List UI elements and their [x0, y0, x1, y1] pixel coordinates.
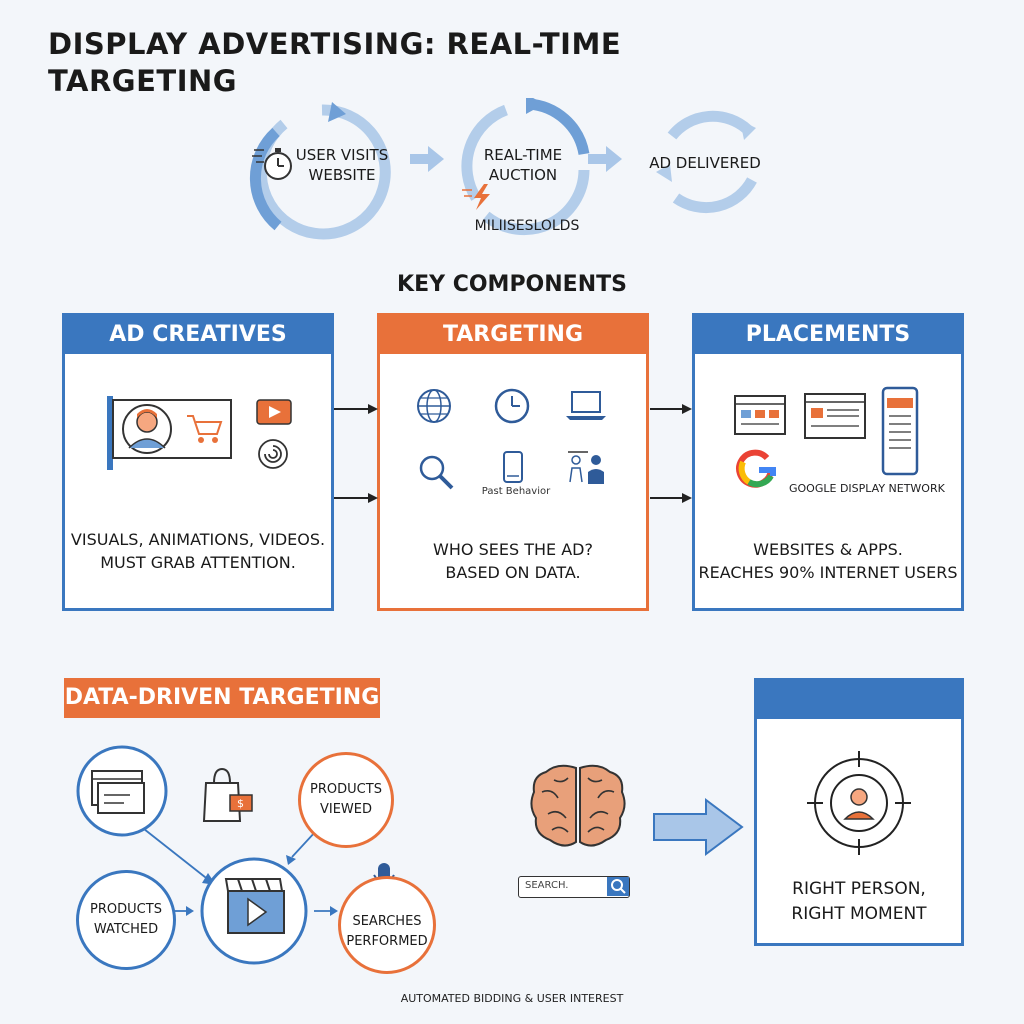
stopwatch-icon	[252, 148, 292, 180]
card-description: VISUALS, ANIMATIONS, VIDEOS. MUST GRAB A…	[65, 528, 331, 574]
process-flow	[249, 98, 757, 240]
connector-arrow	[650, 493, 692, 503]
targeting-icons	[417, 388, 606, 490]
result-text-line: RIGHT MOMENT	[791, 904, 927, 924]
result-card: RIGHT PERSON, RIGHT MOMENT	[754, 678, 964, 946]
svg-text:$: $	[237, 797, 244, 810]
globe-icon	[417, 389, 451, 423]
card-connectors	[334, 404, 692, 503]
flow-arrow	[286, 830, 317, 865]
card-header: AD CREATIVES	[65, 316, 331, 354]
google-display-network-label: GOOGLE DISPLAY NETWORK	[789, 482, 945, 495]
browser-page-icon	[804, 393, 866, 439]
shopping-bag-icon: $	[202, 767, 253, 822]
card-text-line: REACHES 90% INTERNET USERS	[698, 563, 958, 582]
flow-arrow-2	[588, 146, 622, 172]
step-label-line: AUCTION	[488, 166, 558, 184]
laptop-icon	[566, 391, 606, 420]
data-flow-diagram: $	[76, 745, 395, 965]
card-description: WEBSITES & APPS. REACHES 90% INTERNET US…	[695, 538, 961, 584]
google-logo-icon	[736, 449, 776, 488]
card-text-line: WHO SEES THE AD?	[433, 540, 593, 559]
cycle-icon-ad-delivered	[656, 110, 757, 214]
card-text-line: VISUALS, ANIMATIONS, VIDEOS.	[70, 530, 326, 549]
search-magnifier-icon	[419, 455, 454, 490]
icon-caption-past-behavior: Past Behavior	[481, 486, 551, 497]
connector-arrow	[650, 404, 692, 414]
result-text: RIGHT PERSON, RIGHT MOMENT	[757, 877, 961, 927]
result-text-line: RIGHT PERSON,	[792, 879, 926, 899]
node-searches-performed: SEARCHES PERFORMED	[338, 876, 436, 974]
node-products-viewed: PRODUCTS VIEWED	[298, 752, 394, 848]
node-label-line: PRODUCTS	[310, 782, 382, 797]
step-label-ad-delivered: AD DELIVERED	[649, 154, 761, 172]
website-window-icon	[734, 395, 786, 435]
shopping-cart-icon	[187, 415, 223, 443]
card-header-bar	[380, 316, 646, 354]
flow-arrow	[314, 906, 338, 916]
footer-caption: AUTOMATED BIDDING & USER INTEREST	[400, 992, 624, 1005]
cycle-icon-auction	[461, 98, 590, 236]
ad-creative-illustration	[107, 396, 292, 470]
node-label-line: PERFORMED	[346, 934, 428, 949]
flow-arrow	[143, 828, 216, 885]
step-label-line: REAL-TIME	[483, 146, 563, 164]
node-products-watched: PRODUCTS WATCHED	[76, 870, 176, 970]
mobile-device-icon	[503, 451, 523, 483]
card-description: WHO SEES THE AD? BASED ON DATA.	[380, 538, 646, 584]
card-text-line: MUST GRAB ATTENTION.	[100, 553, 296, 572]
auction-note: MILIISESLOLDS	[474, 218, 580, 234]
card-text-line: BASED ON DATA.	[445, 563, 581, 582]
card-ad-creatives: AD CREATIVES VISUALS, ANIMATIONS, VIDEOS…	[62, 313, 334, 611]
search-placeholder: SEARCH.	[525, 880, 569, 891]
lightning-icon	[462, 184, 490, 210]
step-label-line: WEBSITE	[308, 166, 376, 184]
node-label-line: PRODUCTS	[90, 902, 162, 917]
cycle-icon-user-visits	[249, 102, 391, 240]
node-label-line: VIEWED	[319, 802, 373, 817]
user-avatar-icon	[122, 404, 172, 454]
video-center-node	[200, 857, 308, 965]
key-components-heading: KEY COMPONENTS	[397, 272, 627, 297]
card-placements: PLACEMENTS	[692, 313, 964, 611]
brain-icon	[530, 764, 626, 847]
target-user-icon	[807, 751, 911, 855]
node-label-line: WATCHED	[93, 922, 159, 937]
placements-illustration	[734, 386, 919, 488]
step-label-user-visits: USER VISITS WEBSITE	[292, 145, 392, 185]
search-bar[interactable]: SEARCH.	[518, 876, 630, 898]
card-targeting: TARGETING	[377, 313, 649, 611]
banner-pole	[107, 396, 113, 470]
data-driven-heading: DATA-DRIVEN TARGETING	[64, 678, 380, 718]
connector-arrow	[334, 404, 378, 414]
card-text-line: WEBSITES & APPS.	[753, 540, 903, 559]
search-icon[interactable]	[607, 877, 629, 896]
video-play-icon	[256, 399, 292, 425]
result-card-header	[757, 681, 961, 719]
step-label-line: USER VISITS	[295, 146, 389, 164]
demographics-people-icon	[568, 451, 604, 484]
mobile-app-icon	[881, 386, 919, 476]
page-title: DISPLAY ADVERTISING: REAL-TIME TARGETING	[48, 27, 622, 98]
card-header: PLACEMENTS	[695, 316, 961, 354]
result-arrow	[653, 798, 744, 856]
browser-history-node	[76, 745, 168, 837]
step-label-auction: REAL-TIME AUCTION	[468, 145, 578, 185]
animation-swirl-icon	[258, 439, 288, 469]
connector-arrow	[334, 493, 378, 503]
flow-arrow-1	[410, 146, 444, 172]
node-label-line: SEARCHES	[352, 914, 422, 929]
clock-icon	[494, 388, 530, 424]
card-header: TARGETING	[442, 322, 583, 347]
